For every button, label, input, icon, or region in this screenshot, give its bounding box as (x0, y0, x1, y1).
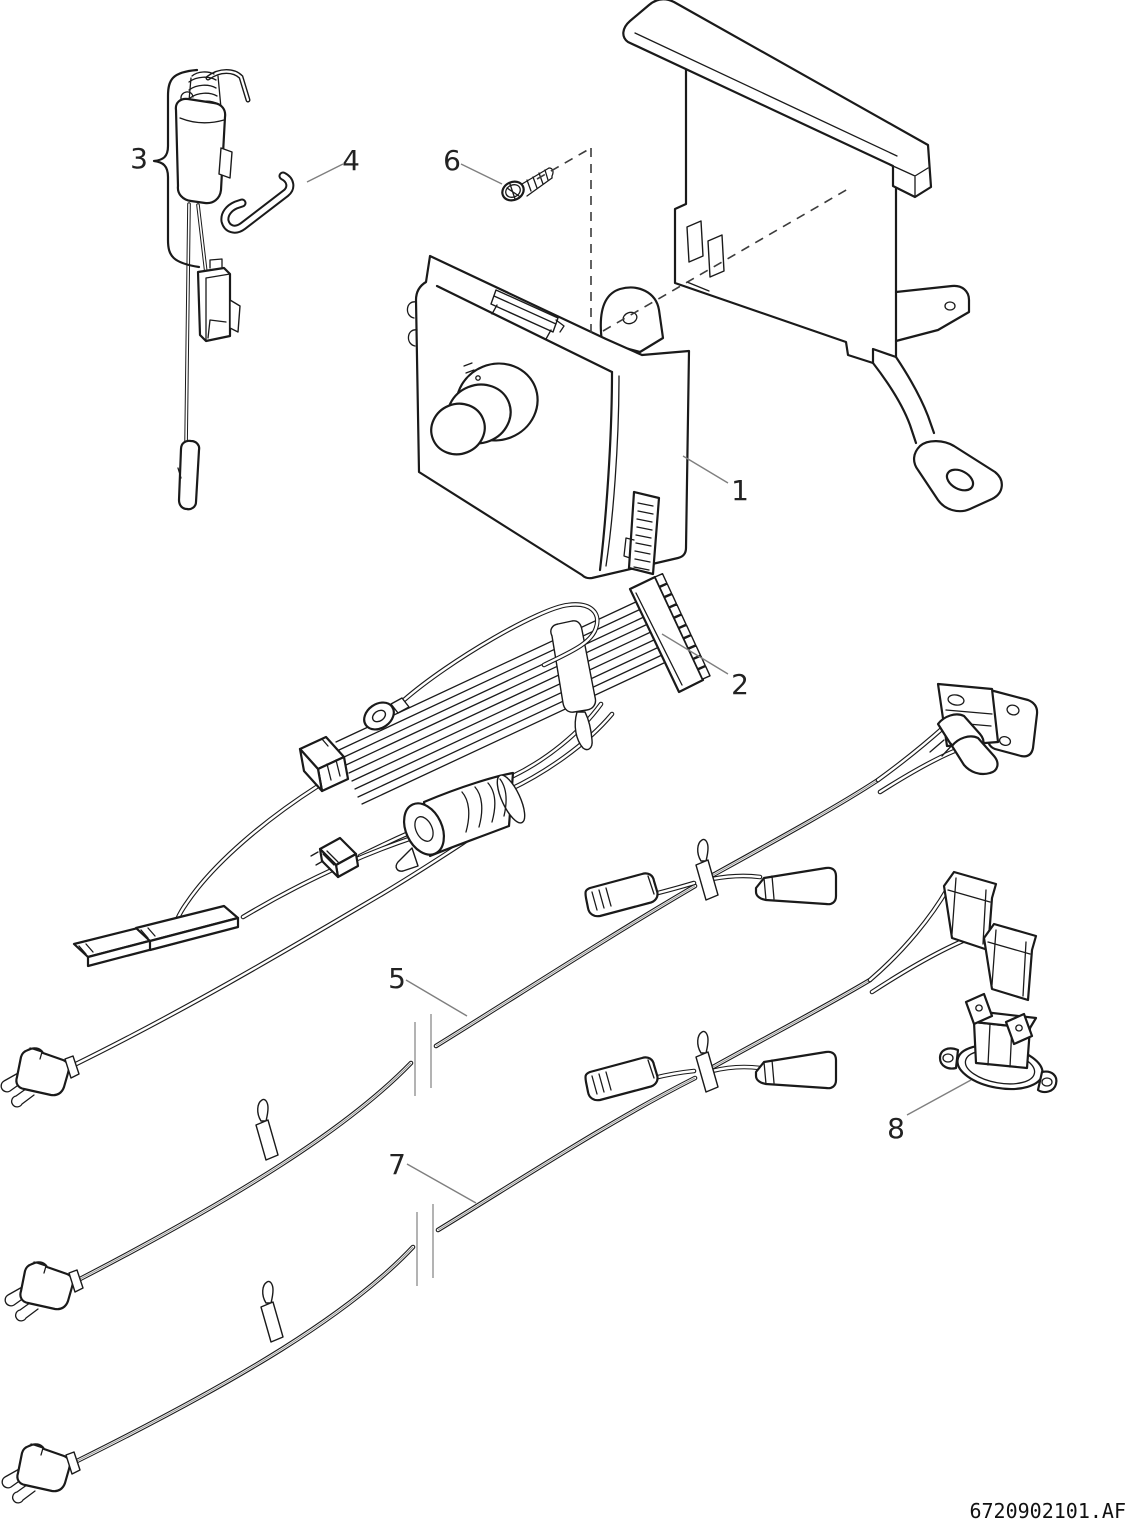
ribbon-connector (628, 575, 705, 694)
cable5-connector-right (754, 866, 838, 906)
callout-7-label: 7 (388, 1148, 406, 1181)
cylindrical-plug (395, 771, 526, 872)
document-code: 6720902101.AF (969, 1499, 1126, 1523)
part-4-retaining-clip (225, 176, 290, 229)
callout-4-label: 4 (342, 144, 360, 177)
part-3-ignition-electrode (174, 72, 248, 511)
callout-8-label: 8 (887, 1112, 905, 1145)
cable5-sensor (929, 682, 1039, 758)
cable7-connector-left (584, 1056, 659, 1102)
top-rail (490, 289, 565, 340)
bracket-foot (913, 440, 1003, 513)
cable5-branch-tie (695, 838, 719, 901)
cable7-terminal-covers (942, 870, 1038, 1002)
electrode-tip-sleeve (177, 439, 201, 511)
bracket-arm (871, 355, 936, 445)
callout-2-label: 2 (731, 668, 749, 701)
cable5-plug (4, 1260, 85, 1322)
cable-tie-ribbon (550, 620, 597, 751)
connector-teeth (654, 573, 711, 680)
callout-3-brace (152, 68, 201, 269)
part-6-screw (501, 167, 554, 202)
part-5-cable (4, 682, 1039, 1322)
cable7-tie-clip (260, 1280, 284, 1343)
callout-6-label: 6 (443, 144, 461, 177)
cable5-tie-clip (255, 1098, 279, 1161)
callouts: 1 2 3 4 5 6 7 8 (130, 68, 972, 1204)
ring-terminal (363, 697, 410, 731)
bracket-flange (622, 0, 933, 199)
three-pin-plug (298, 735, 350, 793)
harness-two-pin-plug (0, 1046, 81, 1108)
small-connector (310, 836, 360, 879)
part-1-control-unit (406, 254, 691, 580)
callout-1-label: 1 (731, 474, 749, 507)
callout-leaders (306, 163, 972, 1204)
cable-break-marks (414, 1014, 434, 1286)
part-7-cable (1, 870, 1038, 1504)
part-8-thermostat (938, 992, 1058, 1094)
control-unit-body (414, 254, 691, 580)
bracket-side-tab (894, 284, 971, 343)
electrode-connector-block (196, 258, 241, 343)
part-2-wiring-harness (0, 573, 711, 1108)
pin-connector (623, 490, 661, 576)
cable7-connector-right (754, 1050, 838, 1090)
cable5-terminal-boots (936, 713, 999, 776)
cable7-branch-tie (695, 1030, 719, 1093)
callout-5-label: 5 (388, 962, 406, 995)
cable7-plug (1, 1442, 82, 1504)
spade-connector-b (134, 904, 240, 952)
cable5-connector-left (584, 872, 659, 918)
knob-symbol (463, 362, 481, 381)
bracket-cutouts (686, 220, 725, 278)
callout-3-label: 3 (130, 142, 148, 175)
mounting-bracket (622, 0, 1003, 513)
assembly-dashed-lines (536, 147, 849, 338)
control-knob (430, 362, 539, 456)
ribbon-cable (335, 599, 667, 805)
electrode-body (174, 91, 233, 205)
